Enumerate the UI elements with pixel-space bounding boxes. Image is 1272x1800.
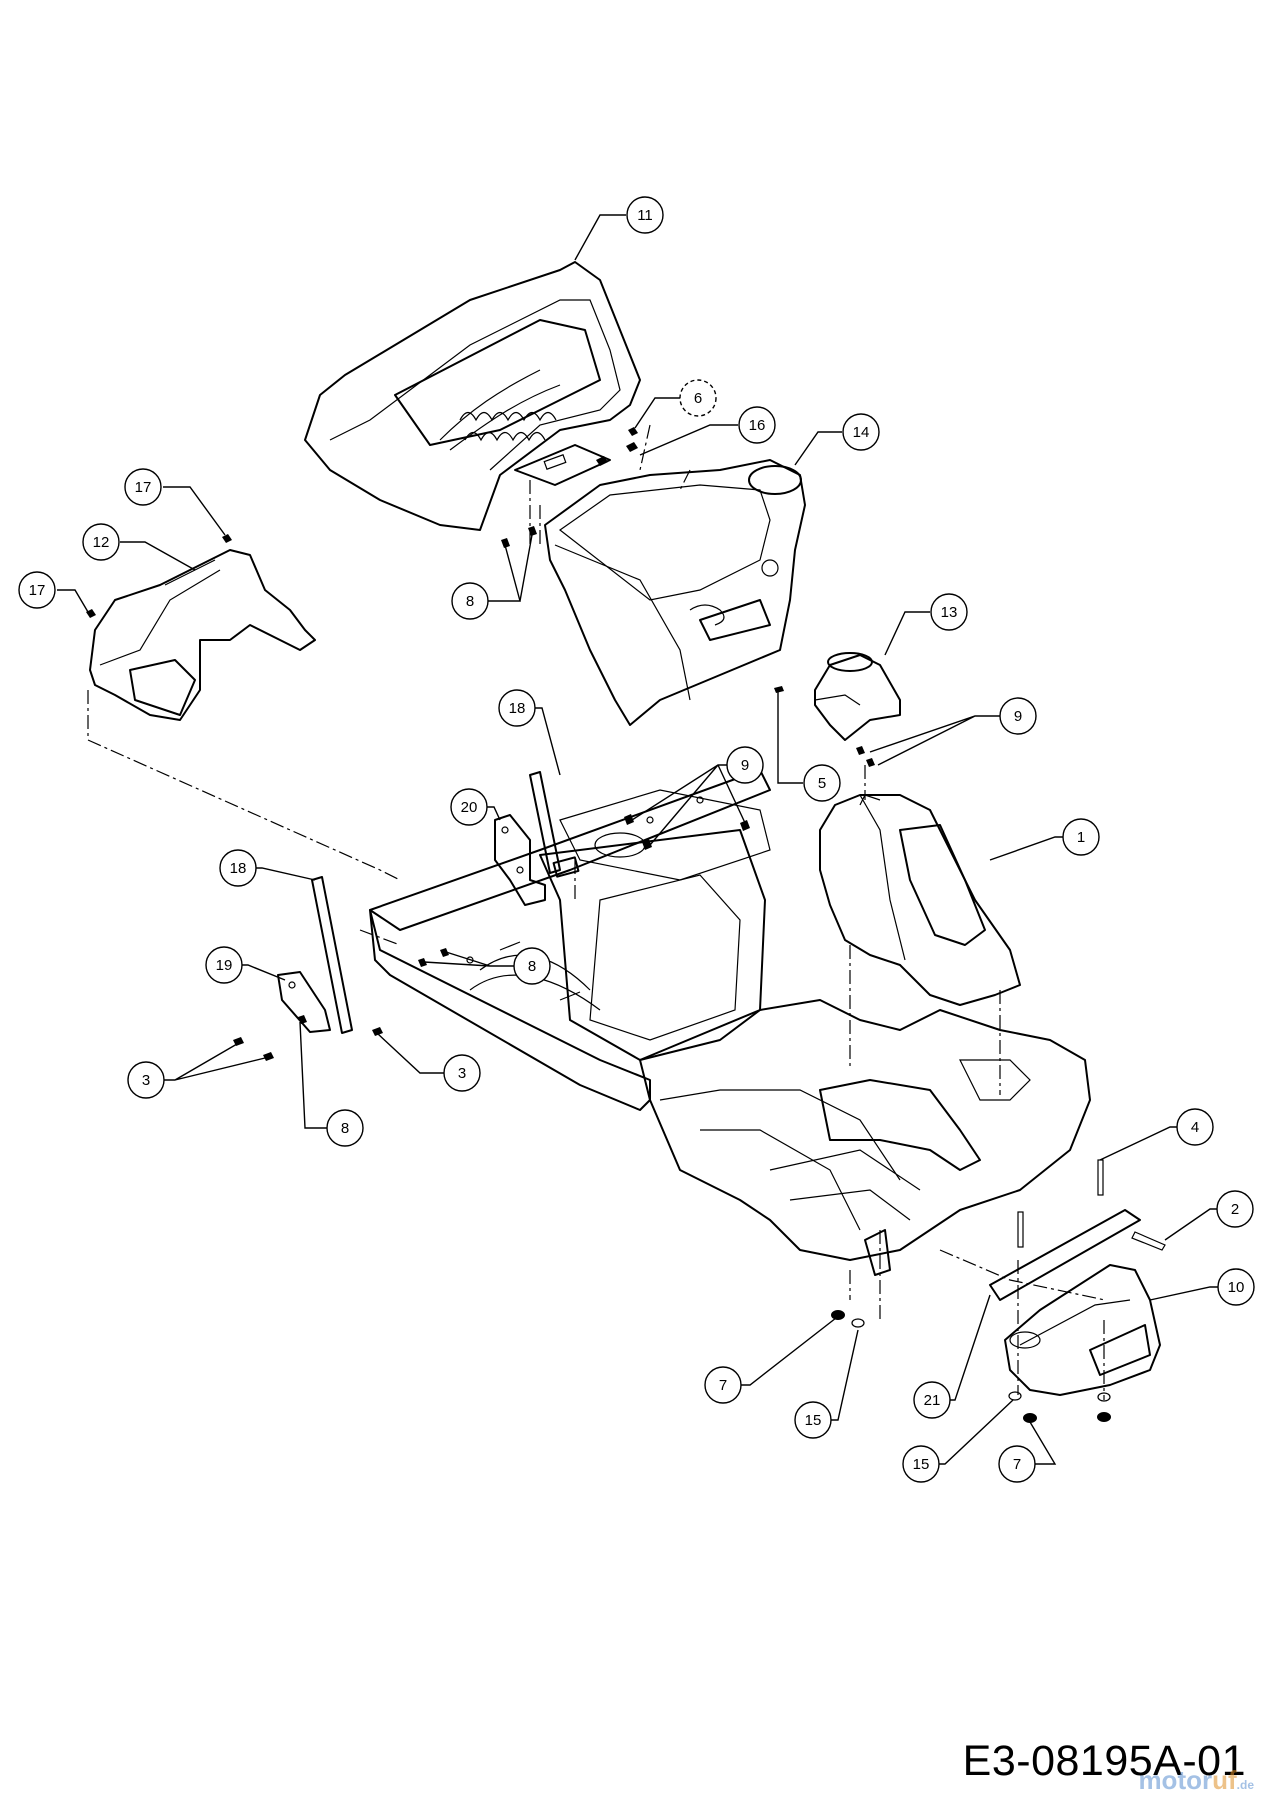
hardware bbox=[86, 427, 1166, 1423]
svg-text:1: 1 bbox=[1077, 829, 1085, 846]
svg-text:18: 18 bbox=[509, 700, 526, 717]
callout-13: 13 bbox=[930, 593, 968, 631]
svg-text:8: 8 bbox=[341, 1120, 349, 1137]
alignment-lines bbox=[87, 424, 1106, 1400]
svg-text:16: 16 bbox=[749, 417, 766, 434]
callout-8: 8 bbox=[513, 947, 551, 985]
svg-text:11: 11 bbox=[637, 207, 653, 224]
part-21-bracket-bar bbox=[989, 1209, 1141, 1301]
watermark: motoruf.de bbox=[1138, 1765, 1254, 1796]
callout-3: 3 bbox=[127, 1061, 165, 1099]
svg-text:7: 7 bbox=[1013, 1456, 1021, 1473]
callout-19: 19 bbox=[205, 946, 243, 984]
callout-9: 9 bbox=[726, 746, 764, 784]
callout-5: 5 bbox=[803, 764, 841, 802]
watermark-part1: motor bbox=[1138, 1765, 1213, 1795]
callout-14: 14 bbox=[842, 413, 880, 451]
callout-17: 17 bbox=[124, 468, 162, 506]
part-14-dashboard bbox=[544, 459, 806, 726]
callout-15: 15 bbox=[902, 1445, 940, 1483]
callout-10: 10 bbox=[1217, 1268, 1255, 1306]
callout-11: 11 bbox=[626, 196, 664, 234]
svg-text:6: 6 bbox=[694, 390, 702, 407]
svg-text:7: 7 bbox=[719, 1377, 727, 1394]
callout-9: 9 bbox=[999, 697, 1037, 735]
svg-text:9: 9 bbox=[1014, 708, 1022, 725]
part-13-steering-cover bbox=[814, 652, 901, 741]
callout-17: 17 bbox=[18, 571, 56, 609]
part-11-rear-hood bbox=[304, 261, 641, 531]
callout-20: 20 bbox=[450, 788, 488, 826]
part-18-rod-lower bbox=[311, 876, 353, 1034]
svg-text:19: 19 bbox=[216, 957, 233, 974]
svg-text:14: 14 bbox=[853, 424, 870, 441]
svg-text:17: 17 bbox=[29, 582, 46, 599]
svg-text:15: 15 bbox=[805, 1412, 822, 1429]
svg-text:20: 20 bbox=[461, 799, 478, 816]
svg-text:9: 9 bbox=[741, 757, 749, 774]
callout-12: 12 bbox=[82, 523, 120, 561]
callout-15: 15 bbox=[794, 1401, 832, 1439]
callout-1: 1 bbox=[1062, 818, 1100, 856]
svg-text:3: 3 bbox=[142, 1072, 150, 1089]
svg-text:15: 15 bbox=[913, 1456, 930, 1473]
callout-7: 7 bbox=[704, 1366, 742, 1404]
part-19-plate bbox=[277, 971, 331, 1033]
callout-2: 2 bbox=[1216, 1190, 1254, 1228]
svg-text:10: 10 bbox=[1228, 1279, 1245, 1296]
svg-text:5: 5 bbox=[818, 775, 826, 792]
callout-7: 7 bbox=[998, 1445, 1036, 1483]
callout-21: 21 bbox=[913, 1381, 951, 1419]
part-1-front-tower bbox=[819, 794, 1021, 1006]
diagram-code: E3-08195A-01 bbox=[962, 1737, 1246, 1785]
part-12-side-panel bbox=[89, 549, 316, 721]
svg-text:8: 8 bbox=[466, 593, 474, 610]
part-18-rod-upper bbox=[529, 771, 580, 878]
svg-text:8: 8 bbox=[528, 958, 536, 975]
callout-8: 8 bbox=[326, 1109, 364, 1147]
callout-16: 16 bbox=[738, 406, 776, 444]
svg-text:4: 4 bbox=[1191, 1119, 1199, 1136]
callout-3: 3 bbox=[443, 1054, 481, 1092]
watermark-suffix: .de bbox=[1236, 1778, 1254, 1792]
part-20-bracket bbox=[494, 814, 546, 906]
svg-text:21: 21 bbox=[924, 1392, 941, 1409]
callout-6: 6 bbox=[679, 379, 717, 417]
svg-text:13: 13 bbox=[941, 604, 958, 621]
part-10-front-bumper bbox=[1004, 1264, 1161, 1396]
svg-text:18: 18 bbox=[230, 860, 247, 877]
watermark-part2: uf bbox=[1212, 1765, 1237, 1795]
svg-text:2: 2 bbox=[1231, 1201, 1239, 1218]
svg-text:3: 3 bbox=[458, 1065, 466, 1082]
callout-labels: 11 6 16 14 17 12 17 8 13 9 5 18 9 20 1 1… bbox=[18, 196, 1255, 1483]
callout-4: 4 bbox=[1176, 1108, 1214, 1146]
callout-8: 8 bbox=[451, 582, 489, 620]
callout-18: 18 bbox=[219, 849, 257, 887]
main-frame bbox=[369, 769, 1091, 1276]
svg-text:12: 12 bbox=[93, 534, 110, 551]
svg-text:17: 17 bbox=[135, 479, 152, 496]
callout-18: 18 bbox=[498, 689, 536, 727]
